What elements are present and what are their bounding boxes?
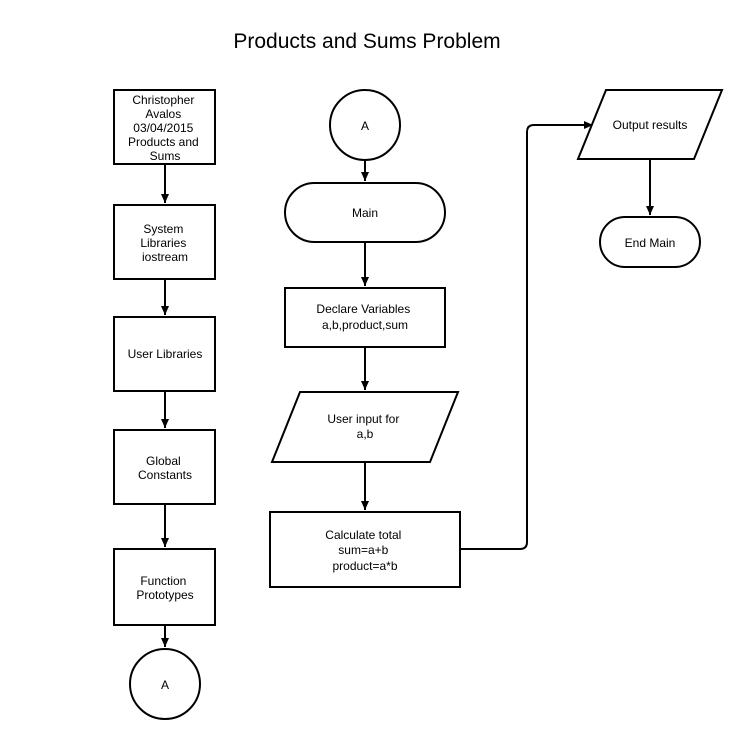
user-input-parallelogram: User input for a,b (270, 391, 460, 463)
system-libraries-box: System Libraries iostream (113, 204, 216, 280)
main-terminator: Main (284, 182, 446, 243)
declare-variables-label: Declare Variables a,b,product,sum (316, 302, 413, 332)
function-prototypes-label: Function Prototypes (136, 574, 193, 602)
end-main-label: End Main (625, 236, 676, 250)
main-terminator-label: Main (352, 206, 378, 220)
header-box: Christopher Avalos 03/04/2015 Products a… (113, 89, 216, 165)
connector-a-bottom-label: A (161, 678, 169, 692)
end-main-terminator: End Main (599, 216, 701, 268)
calculate-total-label: Calculate total sum=a+b product=a*b (325, 528, 404, 573)
output-results-label: Output results (613, 118, 688, 132)
global-constants-label: Global Constants (138, 454, 192, 482)
user-libraries-box: User Libraries (113, 316, 216, 392)
system-libraries-label: System Libraries iostream (140, 222, 189, 264)
calculate-total-box: Calculate total sum=a+b product=a*b (269, 511, 461, 588)
global-constants-box: Global Constants (113, 429, 216, 505)
connector-a-bottom: A (129, 648, 201, 720)
connector-a-top: A (329, 89, 401, 161)
header-box-label: Christopher Avalos 03/04/2015 Products a… (128, 93, 202, 163)
connector-a-top-label: A (361, 119, 369, 133)
user-libraries-label: User Libraries (128, 347, 203, 361)
page-title: Products and Sums Problem (233, 30, 501, 53)
user-input-label: User input for a,b (327, 412, 402, 441)
function-prototypes-box: Function Prototypes (113, 548, 216, 626)
arrow-calculate-total-to-output-results (460, 121, 593, 550)
declare-variables-box: Declare Variables a,b,product,sum (284, 287, 446, 348)
output-results-parallelogram: Output results (576, 89, 724, 160)
